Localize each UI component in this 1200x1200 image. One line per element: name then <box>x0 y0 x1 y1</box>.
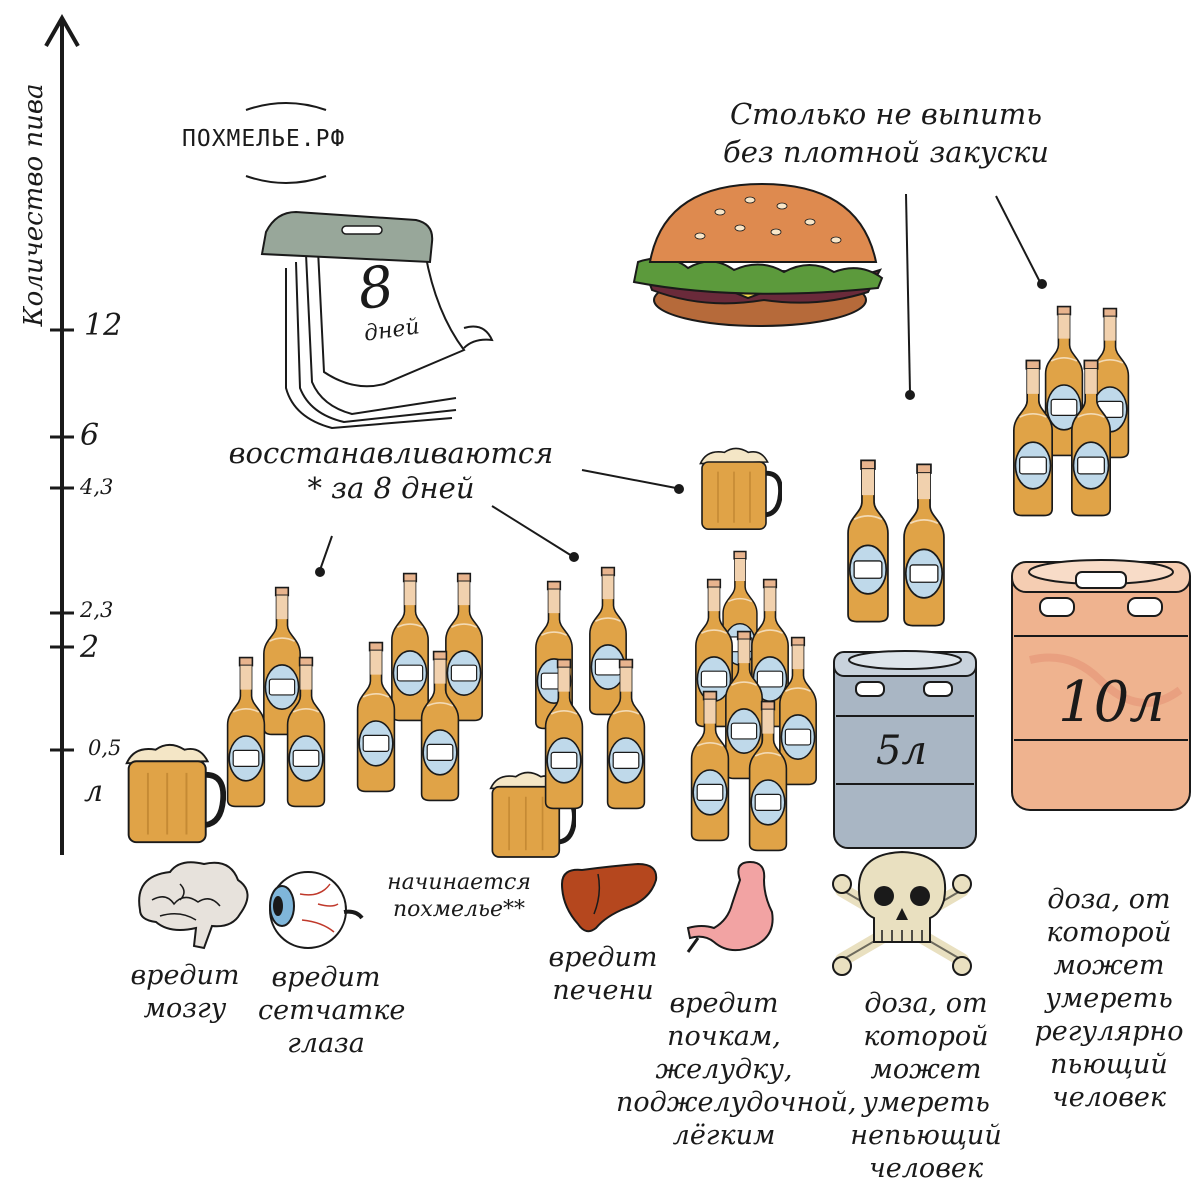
beer-bottles <box>226 305 1130 852</box>
caption-brain: вредит мозгу <box>130 960 240 1024</box>
calendar-icon <box>260 210 494 430</box>
y-axis <box>44 13 80 855</box>
keg-5l <box>833 650 977 849</box>
tick-label-6: 6 <box>80 418 100 453</box>
axis-tick-marks <box>50 328 74 752</box>
tick-label-4-3: 4,3 <box>80 475 114 499</box>
skull-crossbones-icon <box>832 850 972 976</box>
caption-hangover: начинается похмелье** <box>387 870 531 922</box>
caption-organs: вредит почкам, желудку, поджелудочной, л… <box>616 988 857 1151</box>
axis-title: Количество пива <box>19 83 49 327</box>
burger-icon <box>632 182 884 327</box>
caption-liver: вредит печени <box>548 942 658 1006</box>
tick-label-12: 12 <box>84 308 123 343</box>
stomach-icon <box>686 860 774 953</box>
tick-label-2: 2 <box>80 630 100 665</box>
site-logo: ПОХМЕЛЬЕ.РФ <box>182 126 346 152</box>
pointer-lines <box>315 193 1047 577</box>
tick-label-2-3: 2,3 <box>80 598 114 622</box>
caption-nondrinker: доза, от которой может умереть непьющий … <box>850 988 1002 1184</box>
burger-note: Столько не выпить без плотной закуски <box>723 97 1049 169</box>
caption-drinker: доза, от которой может умереть регулярно… <box>1034 884 1184 1113</box>
liver-icon <box>560 862 658 933</box>
brain-icon <box>138 861 249 950</box>
recovery-note: восстанавливаются * за 8 дней <box>228 436 554 505</box>
axis-unit-label: л <box>84 774 104 809</box>
eyeball-icon <box>269 871 364 949</box>
caption-eye: вредит сетчатке глаза <box>258 962 406 1059</box>
tick-label-0-5: 0,5 <box>88 736 122 760</box>
keg-5l-label: 5л <box>876 728 927 774</box>
keg-10l <box>1011 559 1191 811</box>
keg-10l-label: 10л <box>1058 670 1165 735</box>
